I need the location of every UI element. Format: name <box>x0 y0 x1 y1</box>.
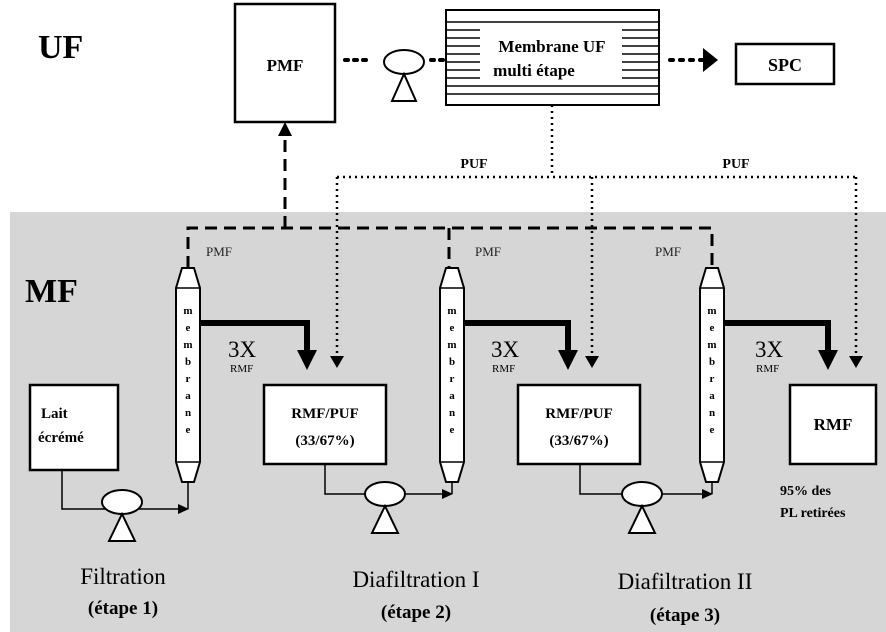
puf-label-left: PUF <box>460 157 487 172</box>
lait-ecreme-box <box>28 383 120 472</box>
membrane-2-letter: m <box>447 339 456 351</box>
membrane-3-letter: e <box>710 322 715 334</box>
spc-box <box>734 42 836 86</box>
factor-label-1: 3X <box>228 337 257 362</box>
membrane-uf-box <box>445 9 660 106</box>
stage-3-step: (étape 3) <box>650 605 720 626</box>
rmf-thick-arrows <box>200 320 831 352</box>
membrane-uf-label-2: multi étape <box>493 61 575 80</box>
membrane-1-letter: b <box>185 356 191 368</box>
membrane-2-letter: b <box>449 356 455 368</box>
spc-label: SPC <box>768 55 802 75</box>
pump-icon-1 <box>101 489 143 542</box>
membrane-1-letter: n <box>185 407 191 419</box>
membrane-uf-stripes <box>446 21 659 95</box>
membrane-2-letter: e <box>450 424 455 436</box>
membrane-1-letter: e <box>186 322 191 334</box>
membrane-1-letter: r <box>186 373 191 385</box>
rmf-small-label-3: RMF <box>756 363 779 375</box>
membrane-2-letter: r <box>450 373 455 385</box>
rmf-final-box <box>788 383 878 466</box>
membrane-1-letter: m <box>183 339 192 351</box>
rmf-puf-2-label-2: (33/67%) <box>549 433 608 449</box>
factor-label-3: 3X <box>755 337 784 362</box>
pmf-top-box <box>233 2 337 124</box>
rmf-final-label: RMF <box>814 415 853 434</box>
rmf-puf-box-2 <box>516 383 642 466</box>
feed-arrowhead-3 <box>702 489 713 499</box>
membrane-2-letter: n <box>449 407 455 419</box>
rmf-puf-2-label-1: RMF/PUF <box>545 406 612 422</box>
rmf-arrowhead-1 <box>297 350 317 370</box>
membrane-2-letter: a <box>449 390 455 402</box>
stage-1-step: (étape 1) <box>88 598 158 619</box>
pmf-label-1: PMF <box>206 244 232 259</box>
membrane-2-letter: e <box>450 322 455 334</box>
stage-2-step: (étape 2) <box>381 602 451 623</box>
pmf-up-arrowhead <box>278 122 292 136</box>
membrane-1-letter: m <box>183 305 192 317</box>
pmf-label-3: PMF <box>655 244 681 259</box>
pmf-label-2: PMF <box>475 244 501 259</box>
feed-arrowhead-1 <box>178 504 189 514</box>
membrane-3-letter: a <box>709 390 715 402</box>
rmf-puf-1-label-2: (33/67%) <box>295 433 354 449</box>
membrane-2-letter: m <box>447 305 456 317</box>
final-note-line-2: PL retirées <box>780 506 846 521</box>
mf-section-label: MF <box>25 273 78 310</box>
feed-arrowhead-2 <box>442 489 453 499</box>
puf-arrowhead-1 <box>330 356 344 368</box>
puf-arrowhead-3 <box>849 356 863 368</box>
puf-dotted-network <box>335 105 858 362</box>
membrane-3-letter: e <box>710 424 715 436</box>
membrane-column-2 <box>439 267 465 483</box>
uf-section-label: UF <box>38 29 83 66</box>
membrane-1-letter: a <box>185 390 191 402</box>
rmf-arrowhead-3 <box>818 350 838 370</box>
rmf-small-label-2: RMF <box>492 363 515 375</box>
uf-to-spc-arrowhead <box>703 48 718 72</box>
rmf-arrowhead-2 <box>558 350 578 370</box>
rmf-small-label-1: RMF <box>230 363 253 375</box>
pmf-dashed-network <box>186 134 714 268</box>
final-note-line-1: 95% des <box>780 484 832 499</box>
membrane-uf-label-1: Membrane UF <box>498 37 605 56</box>
rmf-puf-box-1 <box>262 383 388 466</box>
pmf-top-label: PMF <box>267 56 304 75</box>
membrane-column-1 <box>175 267 201 483</box>
factor-label-2: 3X <box>491 337 520 362</box>
membrane-3-letter: n <box>709 407 715 419</box>
membrane-3-letter: m <box>707 305 716 317</box>
puf-label-right: PUF <box>722 157 749 172</box>
membrane-3-letter: b <box>709 356 715 368</box>
rmf-puf-1-label-1: RMF/PUF <box>291 406 358 422</box>
membrane-column-3 <box>699 267 725 483</box>
puf-arrowhead-2 <box>585 356 599 368</box>
lait-label-1: Lait <box>41 406 68 422</box>
lait-label-2: écrémé <box>38 430 84 446</box>
membrane-3-letter: r <box>710 373 715 385</box>
stage-2-name: Diafiltration I <box>352 567 479 592</box>
pump-icon-3 <box>621 481 663 534</box>
pump-icon-2 <box>364 481 406 534</box>
membrane-3-letter: m <box>707 339 716 351</box>
stage-3-name: Diafiltration II <box>618 569 753 594</box>
membrane-1-letter: e <box>186 424 191 436</box>
stage-1-name: Filtration <box>80 564 166 589</box>
uf-pump-icon <box>383 49 425 102</box>
